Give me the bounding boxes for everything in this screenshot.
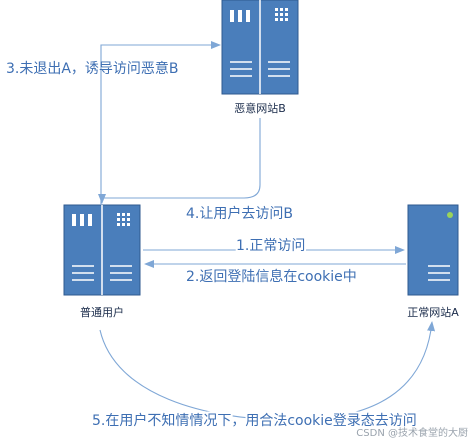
normal-server-icon xyxy=(407,204,459,296)
edge-2-label: 2.返回登陆信息在cookie中 xyxy=(186,268,357,285)
edge-4-arrow xyxy=(98,118,261,204)
edge-3-label: 3.未退出A，诱导访问恶意B xyxy=(6,60,179,77)
edge-4-label: 4.让用户去访问B xyxy=(186,205,293,222)
edge-1-label: 1.正常访问 xyxy=(236,238,305,254)
user-label: 普通用户 xyxy=(80,305,124,319)
user-server-icon xyxy=(63,204,141,296)
normal-site-label: 正常网站A xyxy=(407,305,459,319)
edge-5-label: 5.在用户不知情情况下，用合法cookie登录态去访问 xyxy=(92,412,417,429)
edge-5-arrow xyxy=(99,321,436,421)
malicious-site-label: 恶意网站B xyxy=(234,101,286,115)
edge-3-arrow xyxy=(100,41,221,205)
csdn-watermark: CSDN @技术食堂的大厨 xyxy=(356,426,468,439)
malicious-server-icon xyxy=(221,0,299,95)
